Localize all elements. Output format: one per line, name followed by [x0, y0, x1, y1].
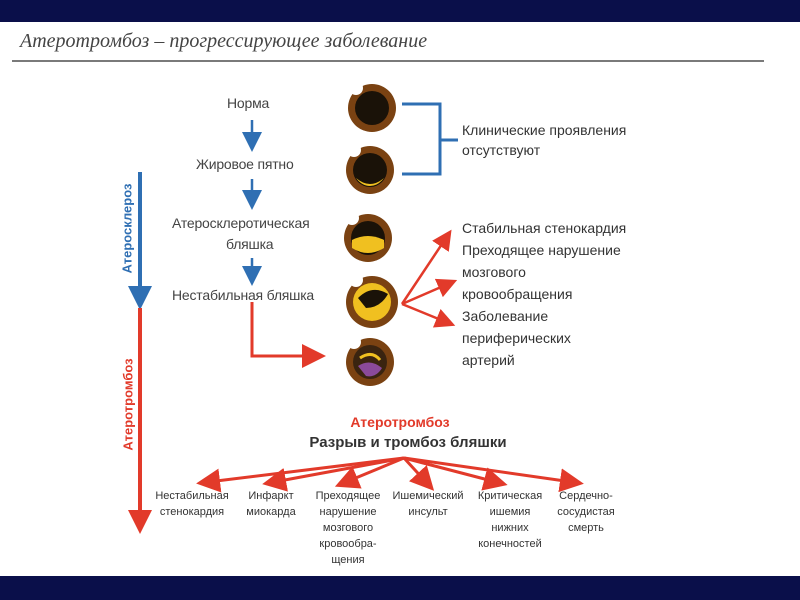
clinical-line-1: Стабильная стенокардия [462, 218, 626, 238]
outcome-stroke-line1: Ишемический [388, 488, 468, 504]
center-red-title: Атеротромбоз [300, 414, 500, 430]
no-symptoms-bracket [402, 104, 440, 174]
clinical-line-2: Преходящее нарушение [462, 240, 621, 260]
outcome-tia-line4: кровообра- [306, 536, 390, 552]
outcome-stroke-line2: инсульт [388, 504, 468, 520]
stage-plaque-line2: бляшка [226, 235, 273, 254]
vessel-unstable-plaque-icon [346, 273, 398, 328]
outcome-limb-ischemia-line3: нижних [470, 520, 550, 536]
vertical-label-atherothrombosis: Атеротромбоз [121, 345, 136, 465]
vessel-thrombus-icon [346, 335, 394, 386]
bottom-band [0, 576, 800, 600]
center-black-title: Разрыв и тромбоз бляшки [278, 434, 538, 451]
clinical-line-5: Заболевание [462, 306, 548, 326]
stage-plaque-line1: Атеросклеротическая [172, 214, 309, 233]
outcome-tia-line3: мозгового [306, 520, 390, 536]
slide: Атеротромбоз – прогрессирующее заболеван… [0, 22, 800, 576]
clinical-arrow-3 [402, 304, 446, 322]
vessel-fatty-streak-icon [346, 143, 394, 194]
vessel-normal-icon [348, 81, 396, 132]
outcome-mi-line2: миокарда [236, 504, 306, 520]
clinical-line-7: артерий [462, 350, 515, 370]
vertical-label-atherosclerosis: Атеросклероз [120, 174, 135, 284]
no-symptoms-line2: отсутствуют [462, 140, 540, 160]
outcome-cv-death-line1: Сердечно- [548, 488, 624, 504]
outcome-tia-line1: Преходящее [306, 488, 390, 504]
outcome-unstable-angina: Нестабильная стенокардия [150, 488, 234, 520]
outcome-cv-death-line3: смерть [548, 520, 624, 536]
outcome-limb-ischemia-line1: Критическая [470, 488, 550, 504]
outcome-tia: Преходящее нарушение мозгового кровообра… [306, 488, 390, 568]
stage-unstable-plaque: Нестабильная бляшка [172, 286, 314, 305]
clinical-line-6: периферических [462, 328, 571, 348]
no-symptoms-line1: Клинические проявления [462, 120, 626, 140]
outcome-mi: Инфаркт миокарда [236, 488, 306, 520]
outcome-cv-death: Сердечно- сосудистая смерть [548, 488, 624, 536]
outcome-tia-line2: нарушение [306, 504, 390, 520]
outcome-tia-line5: щения [306, 552, 390, 568]
outcome-limb-ischemia: Критическая ишемия нижних конечностей [470, 488, 550, 552]
outcome-arrows [208, 458, 572, 482]
stage-normal: Норма [227, 94, 269, 113]
outcome-limb-ischemia-line4: конечностей [470, 536, 550, 552]
clinical-line-3: мозгового [462, 262, 526, 282]
thrombosis-arrow [252, 302, 314, 356]
outcome-limb-ischemia-line2: ишемия [470, 504, 550, 520]
outcome-unstable-angina-line2: стенокардия [150, 504, 234, 520]
outcome-stroke: Ишемический инсульт [388, 488, 468, 520]
outcome-cv-death-line2: сосудистая [548, 504, 624, 520]
clinical-line-4: кровообращения [462, 284, 572, 304]
outcome-mi-line1: Инфаркт [236, 488, 306, 504]
outcome-unstable-angina-line1: Нестабильная [150, 488, 234, 504]
vessel-plaque-icon [344, 211, 392, 262]
stage-fatty-streak: Жировое пятно [196, 155, 294, 174]
